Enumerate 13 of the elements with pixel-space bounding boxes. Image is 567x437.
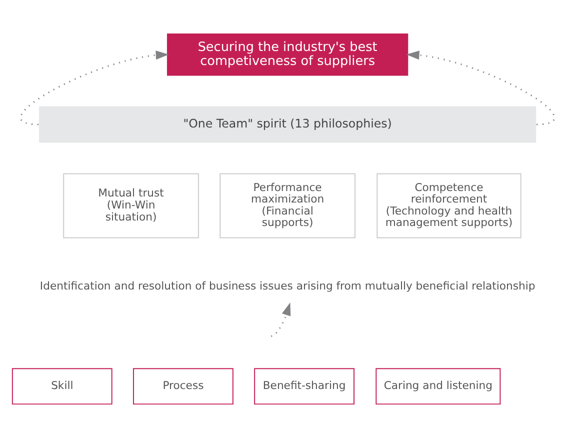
node-box: Securing the industry's best competiveness of suppliers	[166, 32, 408, 76]
arrow	[270, 302, 291, 336]
node-box: Caring and listening	[376, 368, 501, 404]
node-box: Skill	[12, 368, 112, 404]
node-box: Competence reinforcement (Technology and health management supports)	[376, 172, 522, 238]
arrow	[20, 50, 169, 125]
arrow	[406, 50, 555, 125]
node-box: Benefit-sharing	[254, 368, 354, 404]
node-box: Process	[133, 368, 234, 404]
node-text: Identification and resolution of business issues arising from mutually beneficial relationship	[40, 279, 536, 292]
node-box: Performance maximization (Financial supports)	[220, 172, 356, 238]
node-box: "One Team" spirit (13 philosophies)	[39, 106, 536, 142]
node-box: Mutual trust (Win-Win situation)	[63, 172, 199, 238]
